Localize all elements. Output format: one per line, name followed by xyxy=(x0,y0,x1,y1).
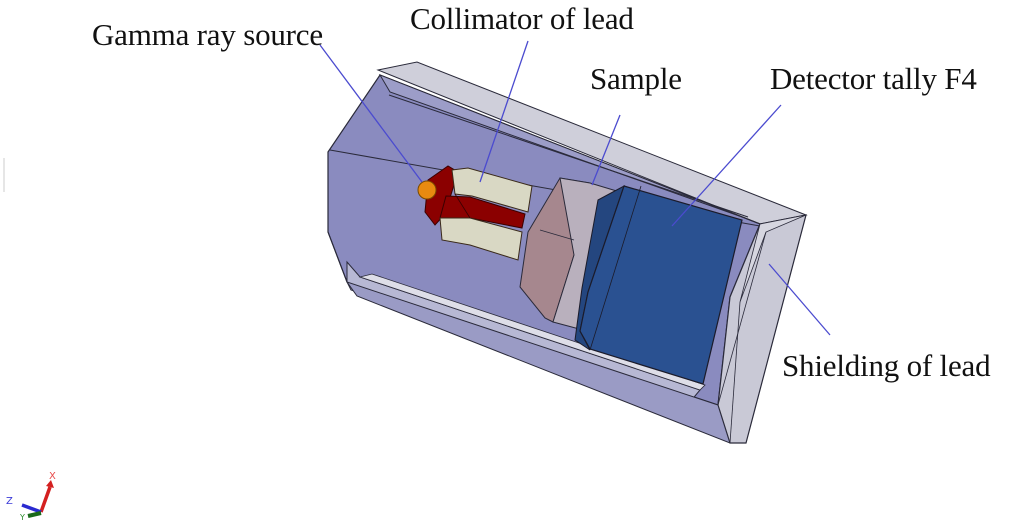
shield-inner-top xyxy=(378,74,761,225)
leader-lines xyxy=(319,40,831,336)
detector-edge xyxy=(589,185,642,351)
axis-z-label: Z xyxy=(6,496,13,507)
leader-line-sample xyxy=(591,114,621,186)
collimator xyxy=(424,165,533,261)
shield-edge xyxy=(717,231,767,406)
leader-line-gamma xyxy=(319,44,423,183)
axis-x-arrowhead xyxy=(46,480,54,488)
leader-line-detector xyxy=(671,104,782,227)
shield-edge xyxy=(388,94,749,218)
sample-edge xyxy=(539,229,575,241)
edge-mark xyxy=(3,158,5,192)
label-gamma-ray-source: Gamma ray source xyxy=(92,17,323,52)
leader-line-collimator xyxy=(479,40,529,183)
detector xyxy=(574,184,743,385)
label-sample: Sample xyxy=(590,61,682,96)
gamma-source-sphere xyxy=(417,180,437,200)
axis-y-label: Y xyxy=(20,513,25,522)
axis-triad xyxy=(21,480,54,518)
axis-x-arrow xyxy=(39,486,52,513)
shield-edge xyxy=(729,301,741,444)
axis-x-label: X xyxy=(49,471,56,482)
shield-bottom-slot xyxy=(358,273,706,391)
collimator-edge xyxy=(454,193,471,219)
label-detector: Detector tally F4 xyxy=(770,61,977,96)
leader-line-shielding xyxy=(768,263,831,336)
label-collimator: Collimator of lead xyxy=(410,1,634,36)
label-shielding: Shielding of lead xyxy=(782,348,991,383)
axis-z-arrow xyxy=(21,503,42,514)
axis-y-arrow xyxy=(27,511,42,518)
